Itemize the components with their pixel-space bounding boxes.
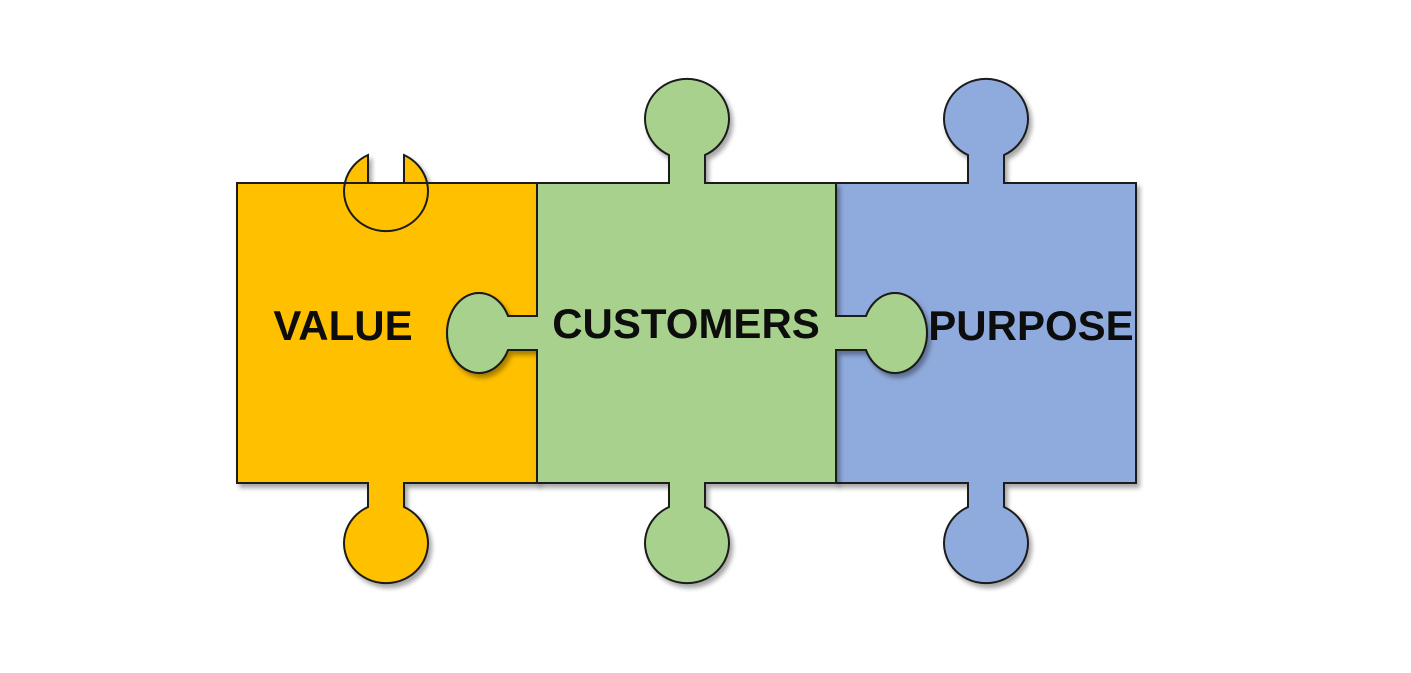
puzzle-piece-customers: [446, 77, 928, 585]
piece-label-value: VALUE: [273, 302, 412, 349]
piece-label-customers: CUSTOMERS: [552, 300, 820, 347]
puzzle-piece-customers-shape: [446, 77, 928, 585]
piece-label-purpose: PURPOSE: [928, 302, 1133, 349]
